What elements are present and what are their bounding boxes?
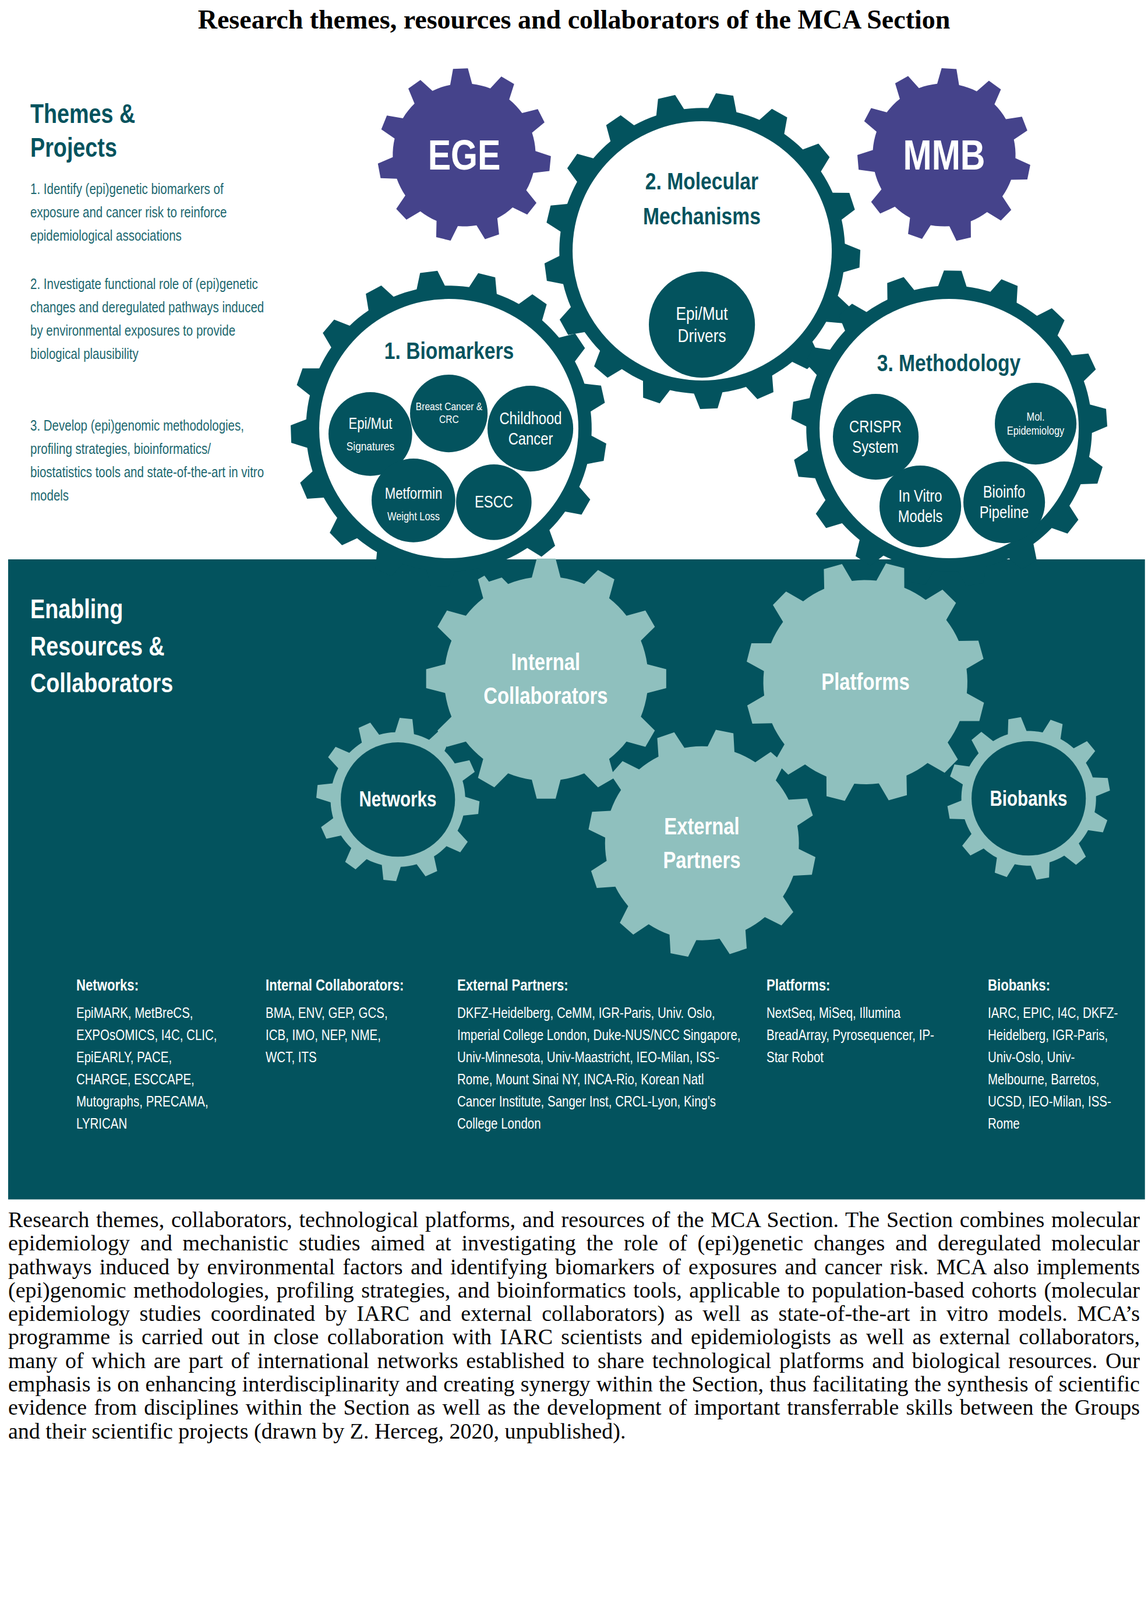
project-circle: MetforminWeight Loss: [371, 458, 456, 543]
circle-shape: [832, 393, 919, 480]
node-text: Weight Loss: [375, 509, 452, 524]
title-text: Research themes, resources and collabora…: [0, 4, 1148, 35]
circle-shape: [994, 382, 1077, 465]
shape-outline: [994, 382, 1077, 465]
exposure-gear: EGE: [377, 68, 551, 242]
node-text: Metformin: [377, 484, 450, 503]
project-circle: In Vitro Models: [879, 465, 962, 547]
gear-hub: [319, 298, 579, 558]
list-heading: Networks:: [76, 973, 268, 996]
circle-shape: [410, 374, 488, 452]
resource-gear: Networks: [316, 717, 480, 881]
gear-shape: [378, 68, 551, 242]
node-text: External Partners: [635, 809, 770, 877]
node-text: Biobanks: [985, 785, 1072, 811]
node-text: 3. Methodology: [872, 348, 1026, 378]
list-text: EpiMARK, MetBreCS, EXPOsOMICS, I4C, CLIC…: [76, 1001, 222, 1135]
list-heading: External Partners:: [457, 973, 658, 996]
caption-text: Research themes, collaborators, technolo…: [8, 1207, 1140, 1443]
node-text: Enabling Resources & Collaborators: [30, 590, 222, 702]
project-circle: Epi/Mut Drivers: [648, 271, 755, 378]
node-text: Networks: [354, 786, 441, 812]
node-text: Childhood Cancer: [495, 408, 567, 450]
circle-shape: [648, 271, 755, 378]
resource-gear: Biobanks: [947, 716, 1111, 880]
list-text: 1. Identify (epi)genetic biomarkers of e…: [30, 177, 270, 247]
project-circle: ESCC: [456, 464, 532, 540]
node-text: 1. Biomarkers: [372, 336, 526, 366]
node-text: Bioinfo Pipeline: [970, 481, 1038, 523]
list-heading: Biobanks:: [987, 973, 1141, 996]
gear-shape: [316, 717, 480, 881]
gear-hub: [340, 742, 455, 857]
circle-shape: [371, 458, 456, 543]
gear-shape: [790, 270, 1108, 586]
node-text: ESCC: [465, 491, 523, 512]
list-text: 3. Develop (epi)genomic methodologies, p…: [30, 413, 270, 507]
node-text: In Vitro Models: [884, 485, 957, 527]
node-text: 2. Molecular Mechanisms: [630, 164, 774, 234]
circle-shape: [879, 465, 962, 547]
gear-shape: [947, 716, 1110, 880]
gear-hub: [572, 121, 832, 381]
list-text: 2. Investigate functional role of (epi)g…: [30, 272, 270, 366]
resource-gear: External Partners: [587, 728, 817, 957]
theme-gear: 1. BiomarkersEpi/MutSignatures Breast Can…: [290, 270, 607, 587]
gear-shape: [588, 729, 817, 957]
node-text: MMB: [891, 132, 996, 179]
circle-shape: [456, 464, 532, 540]
node-text: Epi/Mut: [334, 414, 406, 433]
shape-outline: [487, 385, 574, 472]
gear-hub: [971, 740, 1086, 856]
list-text: NextSeq, MiSeq, Illumina BreadArray, Pyr…: [766, 1001, 956, 1068]
node-text: EGE: [411, 132, 517, 179]
gear-shape: [290, 270, 607, 587]
exposure-gear: MMB: [857, 68, 1031, 242]
node-text: Platforms: [798, 664, 933, 699]
band-shape: [8, 559, 1146, 1200]
node-text: Signatures: [334, 439, 406, 454]
node-text: Breast Cancer & CRC: [415, 400, 483, 427]
shape-outline: [832, 393, 919, 480]
node-text: Epi/Mut Drivers: [666, 302, 738, 348]
circle-shape: [487, 385, 574, 472]
node-text: Internal Collaborators: [479, 644, 614, 713]
list-heading: Themes & Projects: [30, 96, 189, 165]
theme-gear: 3. MethodologyCRISPR System Mol. Epidemio…: [790, 270, 1108, 587]
list-heading: Platforms:: [766, 973, 958, 996]
project-circle: Mol. Epidemiology: [994, 382, 1077, 465]
node-text: CRISPR System: [839, 416, 912, 458]
gear-shape: [857, 68, 1031, 241]
list-heading: Internal Collaborators:: [265, 973, 466, 996]
list-text: IARC, EPIC, I4C, DKFZ-Heidelberg, IGR-Pa…: [987, 1001, 1122, 1135]
shape-outline: [879, 465, 962, 547]
shape-outline: [963, 461, 1045, 543]
list-text: BMA, ENV, GEP, GCS, ICB, IMO, NEP, NME, …: [265, 1001, 398, 1068]
shape-outline: [648, 271, 755, 378]
project-circle: Childhood Cancer: [487, 385, 574, 472]
shape-outline: [587, 728, 817, 957]
list-text: DKFZ-Heidelberg, CeMM, IGR-Paris, Univ. …: [457, 1001, 744, 1135]
project-circle: Bioinfo Pipeline: [963, 461, 1045, 543]
project-circle: CRISPR System: [832, 393, 919, 480]
circle-shape: [963, 461, 1045, 543]
node-text: Mol. Epidemiology: [1004, 409, 1068, 438]
gear-hub: [819, 298, 1079, 558]
project-circle: Breast Cancer & CRC: [410, 374, 488, 452]
